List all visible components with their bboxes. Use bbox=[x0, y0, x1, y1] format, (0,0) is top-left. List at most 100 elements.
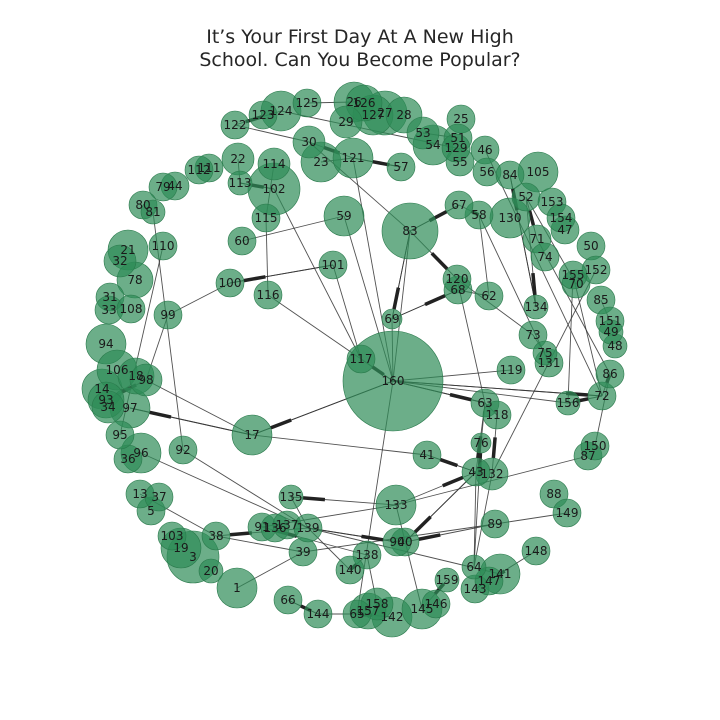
arrowhead-133-43 bbox=[442, 475, 464, 488]
node-label-87: 87 bbox=[580, 449, 595, 463]
node-circle-122 bbox=[220, 110, 250, 140]
node-89 bbox=[480, 509, 510, 539]
node-label-81: 81 bbox=[145, 205, 160, 219]
arrowhead-101-100 bbox=[243, 275, 266, 283]
node-116 bbox=[253, 280, 283, 310]
node-label-131: 131 bbox=[538, 356, 561, 370]
node-circle-120 bbox=[442, 264, 472, 294]
node-133 bbox=[375, 484, 417, 526]
node-label-66: 66 bbox=[280, 593, 295, 607]
node-label-143: 143 bbox=[464, 582, 487, 596]
node-circle-67 bbox=[444, 190, 474, 220]
node-label-132: 132 bbox=[481, 467, 504, 481]
edge-117-102 bbox=[273, 188, 362, 360]
node-label-73: 73 bbox=[525, 328, 540, 342]
node-label-153: 153 bbox=[541, 195, 564, 209]
node-label-111: 111 bbox=[198, 161, 221, 175]
node-circle-123 bbox=[248, 100, 278, 130]
node-label-130: 130 bbox=[499, 211, 522, 225]
node-label-13: 13 bbox=[132, 487, 147, 501]
node-label-117: 117 bbox=[350, 352, 373, 366]
node-circle-62 bbox=[474, 281, 504, 311]
node-label-137: 137 bbox=[276, 518, 299, 532]
node-label-124: 124 bbox=[270, 104, 293, 118]
node-circle-110 bbox=[148, 231, 178, 261]
node-label-90: 90 bbox=[389, 535, 404, 549]
node-135 bbox=[278, 484, 304, 510]
node-label-37: 37 bbox=[151, 490, 166, 504]
node-label-40: 40 bbox=[397, 535, 412, 549]
node-label-105: 105 bbox=[527, 165, 550, 179]
node-circle-119 bbox=[496, 355, 526, 385]
node-circle-53 bbox=[406, 116, 440, 150]
node-149 bbox=[552, 498, 582, 528]
node-label-55: 55 bbox=[452, 155, 467, 169]
node-label-113: 113 bbox=[229, 176, 252, 190]
node-label-156: 156 bbox=[557, 396, 580, 410]
arrowhead-160-17 bbox=[270, 418, 292, 430]
node-66 bbox=[273, 585, 303, 615]
node-label-68: 68 bbox=[450, 283, 465, 297]
node-125 bbox=[292, 88, 322, 118]
node-label-135: 135 bbox=[280, 490, 303, 504]
node-label-75: 75 bbox=[537, 346, 552, 360]
node-label-67: 67 bbox=[451, 198, 466, 212]
node-label-76: 76 bbox=[473, 436, 488, 450]
node-label-101: 101 bbox=[322, 258, 345, 272]
node-circle-140 bbox=[335, 555, 365, 585]
node-circle-98 bbox=[129, 363, 163, 397]
arrowhead-139-38 bbox=[229, 531, 253, 537]
node-label-28: 28 bbox=[396, 108, 411, 122]
node-1 bbox=[216, 567, 258, 609]
node-label-88: 88 bbox=[546, 487, 561, 501]
node-circle-20 bbox=[198, 558, 224, 584]
node-label-150: 150 bbox=[584, 439, 607, 453]
node-circle-83 bbox=[381, 202, 439, 260]
node-label-157: 157 bbox=[357, 604, 380, 618]
node-139 bbox=[293, 513, 323, 543]
node-label-125: 125 bbox=[296, 96, 319, 110]
node-circle-37 bbox=[144, 482, 174, 512]
node-label-147: 147 bbox=[478, 574, 501, 588]
node-label-144: 144 bbox=[307, 607, 330, 621]
node-140 bbox=[335, 555, 365, 585]
node-label-79: 79 bbox=[155, 180, 170, 194]
node-circle-135 bbox=[278, 484, 304, 510]
node-label-51: 51 bbox=[450, 131, 465, 145]
node-label-50: 50 bbox=[583, 239, 598, 253]
node-43 bbox=[461, 457, 491, 487]
node-label-41: 41 bbox=[419, 448, 434, 462]
arrowhead-83-69 bbox=[392, 287, 401, 310]
node-label-47: 47 bbox=[557, 223, 572, 237]
node-circle-133 bbox=[375, 484, 417, 526]
arrowhead-43-40 bbox=[413, 515, 432, 534]
node-67 bbox=[444, 190, 474, 220]
node-label-44: 44 bbox=[167, 179, 182, 193]
node-101 bbox=[318, 250, 348, 280]
node-label-141: 141 bbox=[489, 567, 512, 581]
node-label-71: 71 bbox=[529, 232, 544, 246]
node-label-145: 145 bbox=[411, 602, 434, 616]
node-label-118: 118 bbox=[486, 408, 509, 422]
node-label-54: 54 bbox=[425, 138, 440, 152]
node-17 bbox=[231, 414, 273, 456]
node-59 bbox=[323, 195, 365, 237]
node-label-126: 126 bbox=[353, 96, 376, 110]
node-label-155: 155 bbox=[562, 268, 585, 282]
node-label-39: 39 bbox=[295, 545, 310, 559]
node-circle-17 bbox=[231, 414, 273, 456]
node-circle-1 bbox=[216, 567, 258, 609]
node-label-38: 38 bbox=[208, 529, 223, 543]
node-label-94: 94 bbox=[98, 337, 113, 351]
node-81 bbox=[140, 199, 166, 225]
node-113 bbox=[227, 170, 253, 196]
node-label-110: 110 bbox=[152, 239, 175, 253]
node-79 bbox=[148, 172, 178, 202]
node-label-19: 19 bbox=[173, 541, 188, 555]
node-circle-74 bbox=[530, 242, 560, 272]
node-label-159: 159 bbox=[436, 573, 459, 587]
node-69 bbox=[381, 308, 403, 330]
node-112 bbox=[184, 155, 214, 185]
node-label-114: 114 bbox=[263, 157, 286, 171]
node-label-48: 48 bbox=[607, 339, 622, 353]
